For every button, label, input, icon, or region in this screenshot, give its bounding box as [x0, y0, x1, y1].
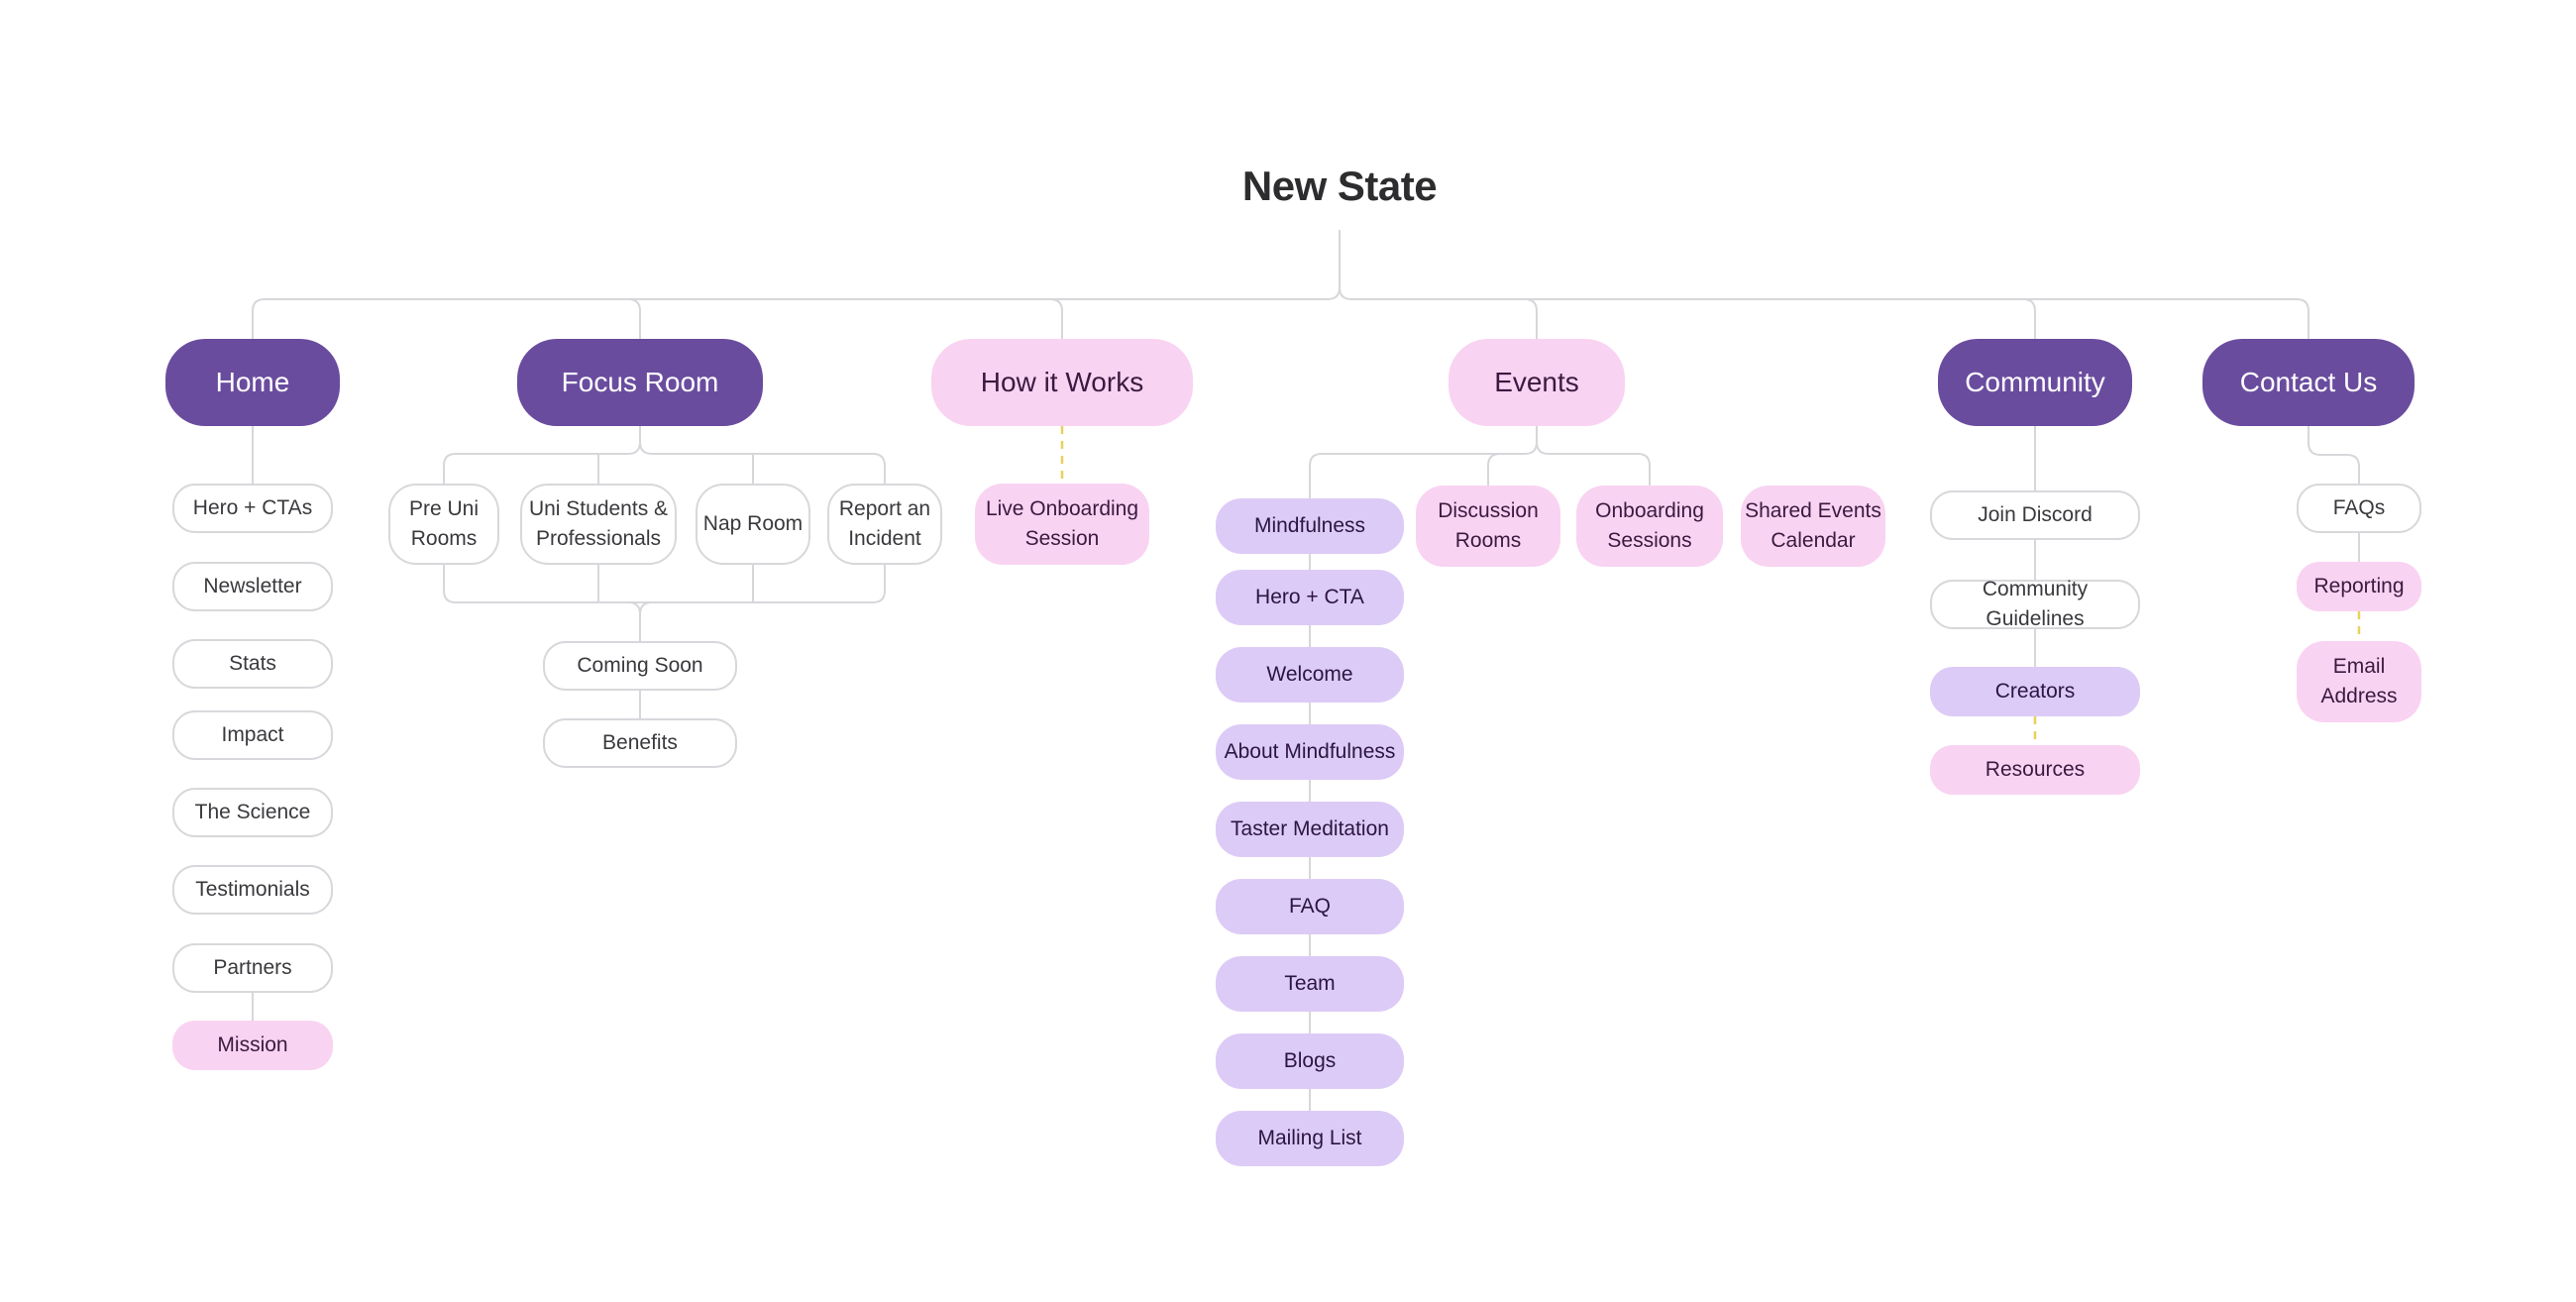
node-label: Discussion Rooms	[1438, 499, 1539, 552]
node-about-mindfulness[interactable]: About Mindfulness	[1216, 724, 1404, 780]
node-label: Resources	[1985, 758, 2086, 782]
node-label: Community	[1965, 367, 2105, 398]
node-label: FAQ	[1288, 895, 1331, 919]
node-discussion-rooms[interactable]: Discussion Rooms	[1416, 486, 1560, 567]
node-taster-meditation[interactable]: Taster Meditation	[1216, 802, 1404, 857]
node-resources[interactable]: Resources	[1930, 745, 2140, 795]
node-label: Focus Room	[561, 367, 719, 398]
node-pre-uni-rooms[interactable]: Pre Uni Rooms	[388, 484, 499, 565]
node-label: Onboarding Sessions	[1595, 499, 1704, 552]
node-testimonials[interactable]: Testimonials	[172, 865, 333, 915]
node-community-guidelines[interactable]: Community Guidelines	[1930, 578, 2140, 630]
node-label: Contact Us	[2239, 367, 2378, 398]
node-home[interactable]: Home	[165, 339, 340, 426]
node-label: FAQs	[2332, 496, 2386, 520]
node-label: Join Discord	[1978, 503, 2093, 527]
connector	[252, 230, 1341, 339]
node-shared-events-calendar[interactable]: Shared Events Calendar	[1741, 486, 1885, 567]
node-label: Mindfulness	[1253, 514, 1366, 538]
node-label: Events	[1494, 367, 1579, 398]
node-label: Creators	[1994, 680, 2076, 704]
node-label: Nap Room	[702, 512, 804, 536]
node-focus-room[interactable]: Focus Room	[517, 339, 763, 426]
node-label: Hero + CTAs	[192, 496, 313, 520]
node-faqs[interactable]: FAQs	[2297, 484, 2421, 533]
node-uni-students-professionals[interactable]: Uni Students & Professionals	[520, 484, 677, 565]
node-creators[interactable]: Creators	[1930, 667, 2140, 716]
node-live-onboarding-session[interactable]: Live Onboarding Session	[975, 484, 1149, 565]
node-label: Community Guidelines	[1982, 578, 2089, 630]
connector	[1309, 426, 1538, 498]
node-events[interactable]: Events	[1449, 339, 1625, 426]
node-contact-us[interactable]: Contact Us	[2202, 339, 2415, 426]
connector	[1536, 426, 1651, 486]
node-team[interactable]: Team	[1216, 956, 1404, 1012]
connector	[2308, 426, 2360, 484]
node-label: Benefits	[602, 731, 678, 755]
connector	[639, 601, 653, 641]
node-label: Partners	[213, 956, 292, 980]
node-mailing-list[interactable]: Mailing List	[1216, 1111, 1404, 1166]
node-label: Newsletter	[203, 575, 302, 598]
node-label: Coming Soon	[577, 654, 703, 678]
node-label: Taster Meditation	[1231, 817, 1389, 841]
node-label: Team	[1284, 972, 1336, 996]
node-label: Pre Uni Rooms	[408, 497, 480, 550]
node-join-discord[interactable]: Join Discord	[1930, 490, 2140, 540]
node-label: Shared Events Calendar	[1745, 499, 1881, 552]
node-label: Hero + CTA	[1255, 586, 1364, 609]
node-impact[interactable]: Impact	[172, 710, 333, 760]
connector	[1049, 298, 1063, 339]
node-hero-ctas[interactable]: Hero + CTAs	[172, 484, 333, 533]
node-label: Email Address	[2320, 655, 2398, 707]
node-nap-room[interactable]: Nap Room	[696, 484, 810, 565]
node-label: Home	[215, 367, 290, 398]
node-label: Impact	[221, 723, 284, 747]
node-hero-cta[interactable]: Hero + CTA	[1216, 570, 1404, 625]
node-welcome[interactable]: Welcome	[1216, 647, 1404, 703]
connector	[1524, 298, 1538, 339]
connector	[443, 426, 641, 484]
node-label: Testimonials	[195, 878, 310, 902]
node-faq[interactable]: FAQ	[1216, 879, 1404, 934]
node-reporting[interactable]: Reporting	[2297, 562, 2421, 611]
node-benefits[interactable]: Benefits	[543, 718, 737, 768]
node-label: Mission	[217, 1033, 288, 1057]
node-label: How it Works	[980, 367, 1144, 398]
node-label: Welcome	[1266, 663, 1353, 687]
node-report-an-incident[interactable]: Report an Incident	[827, 484, 942, 565]
node-label: Stats	[229, 652, 276, 676]
node-community[interactable]: Community	[1938, 339, 2132, 426]
connector	[443, 565, 886, 603]
node-blogs[interactable]: Blogs	[1216, 1033, 1404, 1089]
diagram-title: New State	[1241, 163, 1438, 209]
node-label: About Mindfulness	[1224, 740, 1396, 764]
node-label: Blogs	[1283, 1049, 1337, 1073]
connector	[627, 298, 641, 339]
node-label: Uni Students & Professionals	[528, 497, 669, 550]
node-label: Mailing List	[1257, 1127, 1362, 1150]
connector	[1487, 453, 1501, 486]
node-partners[interactable]: Partners	[172, 943, 333, 993]
node-the-science[interactable]: The Science	[172, 788, 333, 837]
node-how-it-works[interactable]: How it Works	[931, 339, 1193, 426]
node-stats[interactable]: Stats	[172, 639, 333, 689]
node-label: Report an Incident	[838, 497, 931, 550]
node-mindfulness[interactable]: Mindfulness	[1216, 498, 1404, 554]
node-label: The Science	[194, 801, 311, 824]
node-email-address[interactable]: Email Address	[2297, 641, 2421, 722]
node-label: Live Onboarding Session	[985, 497, 1139, 550]
connector	[1339, 230, 2309, 339]
node-coming-soon[interactable]: Coming Soon	[543, 641, 737, 691]
node-label: Reporting	[2313, 575, 2405, 598]
node-onboarding-sessions[interactable]: Onboarding Sessions	[1576, 486, 1723, 567]
connector	[2022, 298, 2036, 339]
connector	[639, 426, 886, 484]
node-mission[interactable]: Mission	[172, 1021, 333, 1070]
node-newsletter[interactable]: Newsletter	[172, 562, 333, 611]
